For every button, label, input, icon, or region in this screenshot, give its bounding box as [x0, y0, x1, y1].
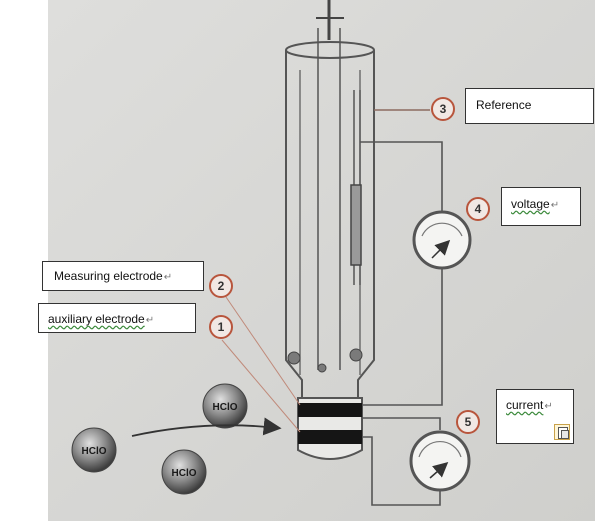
voltage-label-box: voltage↵ [501, 187, 581, 226]
marker-5: 5 [456, 410, 480, 434]
paragraph-mark-icon: ↵ [163, 272, 173, 283]
measuring-electrode-band [298, 403, 362, 417]
hole-center [317, 363, 327, 373]
hclo-molecule-left-label: HClO [82, 446, 107, 457]
leader-lines [221, 296, 301, 433]
reference-label-box: Reference [465, 88, 594, 124]
hclo-molecule-bottom: HClO [161, 449, 207, 495]
paragraph-mark-icon: ↵ [544, 401, 553, 412]
hole-left [287, 351, 301, 365]
hclo-molecule-top-label: HClO [213, 402, 238, 413]
hclo-molecule-bottom-label: HClO [172, 468, 197, 479]
auxiliary-electrode-band [298, 430, 362, 444]
marker-1: 1 [209, 315, 233, 339]
paragraph-mark-icon: ↵ [145, 315, 155, 326]
auxiliary-electrode-label-box: auxiliary electrode↵ [38, 303, 196, 333]
hclo-molecule-left: HClO [71, 427, 117, 473]
marker-5-text: 5 [465, 415, 472, 429]
marker-3-text: 3 [440, 102, 447, 116]
reference-label: Reference [476, 98, 532, 112]
current-label: current [506, 398, 544, 412]
marker-4-text: 4 [475, 202, 482, 216]
voltage-label: voltage [511, 197, 550, 211]
reference-electrode [350, 90, 362, 285]
paragraph-mark-icon: ↵ [550, 200, 560, 211]
paste-options-icon[interactable] [554, 424, 570, 440]
ammeter-icon [409, 430, 471, 492]
marker-2-text: 2 [218, 279, 225, 293]
marker-3: 3 [431, 97, 455, 121]
marker-2: 2 [209, 274, 233, 298]
inner-tube [317, 28, 341, 370]
measuring-electrode-label: Measuring electrode [54, 269, 163, 283]
voltmeter-icon [412, 210, 472, 270]
diffusion-arrow [131, 417, 282, 437]
wires [360, 109, 443, 506]
measuring-electrode-label-box: Measuring electrode↵ [42, 261, 204, 291]
marker-1-text: 1 [218, 320, 225, 334]
auxiliary-electrode-label: auxiliary electrode [48, 312, 145, 326]
hole-right [349, 348, 363, 362]
hclo-molecule-top: HClO [202, 383, 248, 429]
marker-4: 4 [466, 197, 490, 221]
current-label-box: current↵ [496, 389, 574, 444]
